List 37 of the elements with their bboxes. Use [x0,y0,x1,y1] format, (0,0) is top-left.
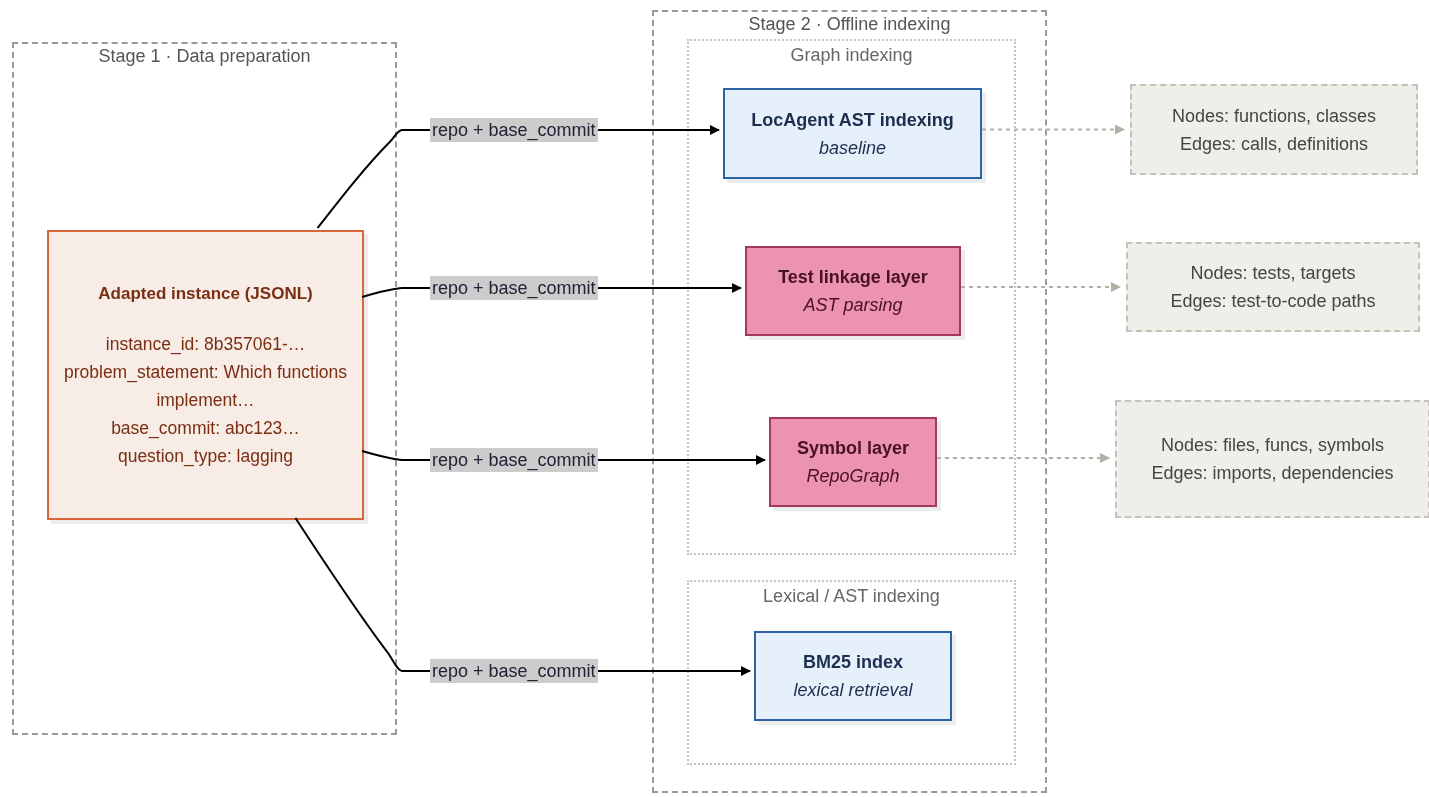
record-field: question_type: lagging [117,442,294,470]
stage-container [12,42,397,735]
dashed-arrow [981,124,1125,135]
box-title: Test linkage layer [778,266,928,289]
box-subtitle: lexical retrieval [793,679,913,702]
box-subtitle: baseline [818,136,887,160]
box-subtitle: AST parsing [803,294,903,317]
group-container [687,39,1016,555]
output-note-box [1115,400,1429,518]
record-field: base_commit: abc123… [111,414,300,442]
note-line: Nodes: tests, targets [1190,262,1356,285]
group-title: Lexical / AST indexing [762,586,941,607]
record-title: Adapted instance (JSONL) [98,283,313,305]
box-title: LocAgent AST indexing [751,108,954,132]
note-line: Edges: test-to-code paths [1170,290,1376,313]
note-line: Edges: imports, dependencies [1151,462,1394,485]
stage-container [652,10,1047,793]
note-line: Nodes: files, funcs, symbols [1160,434,1385,457]
box-subtitle: RepoGraph [806,465,900,488]
edge-label: repo + base_commit [430,448,598,472]
dashed-arrow [960,282,1121,292]
record-field: problem_statement: Which functions implement… [59,358,352,414]
record-field: instance_id: 8b357061-… [105,330,306,358]
group-container [687,580,1016,765]
note-line: Nodes: functions, classes [1171,104,1377,128]
box-title: BM25 index [803,651,903,674]
edge-label: repo + base_commit [430,276,598,300]
note-line: Edges: calls, definitions [1179,132,1369,156]
edge-label: repo + base_commit [430,659,598,683]
box-title: Symbol layer [796,437,910,460]
output-note-box [1130,84,1418,175]
stage-title: Stage 2 · Offline indexing [747,14,952,35]
edge-label: repo + base_commit [430,118,598,142]
stage-title: Stage 1 · Data preparation [97,46,312,67]
output-note-box [1126,242,1420,332]
dashed-arrow [936,453,1110,463]
group-title: Graph indexing [789,45,914,66]
